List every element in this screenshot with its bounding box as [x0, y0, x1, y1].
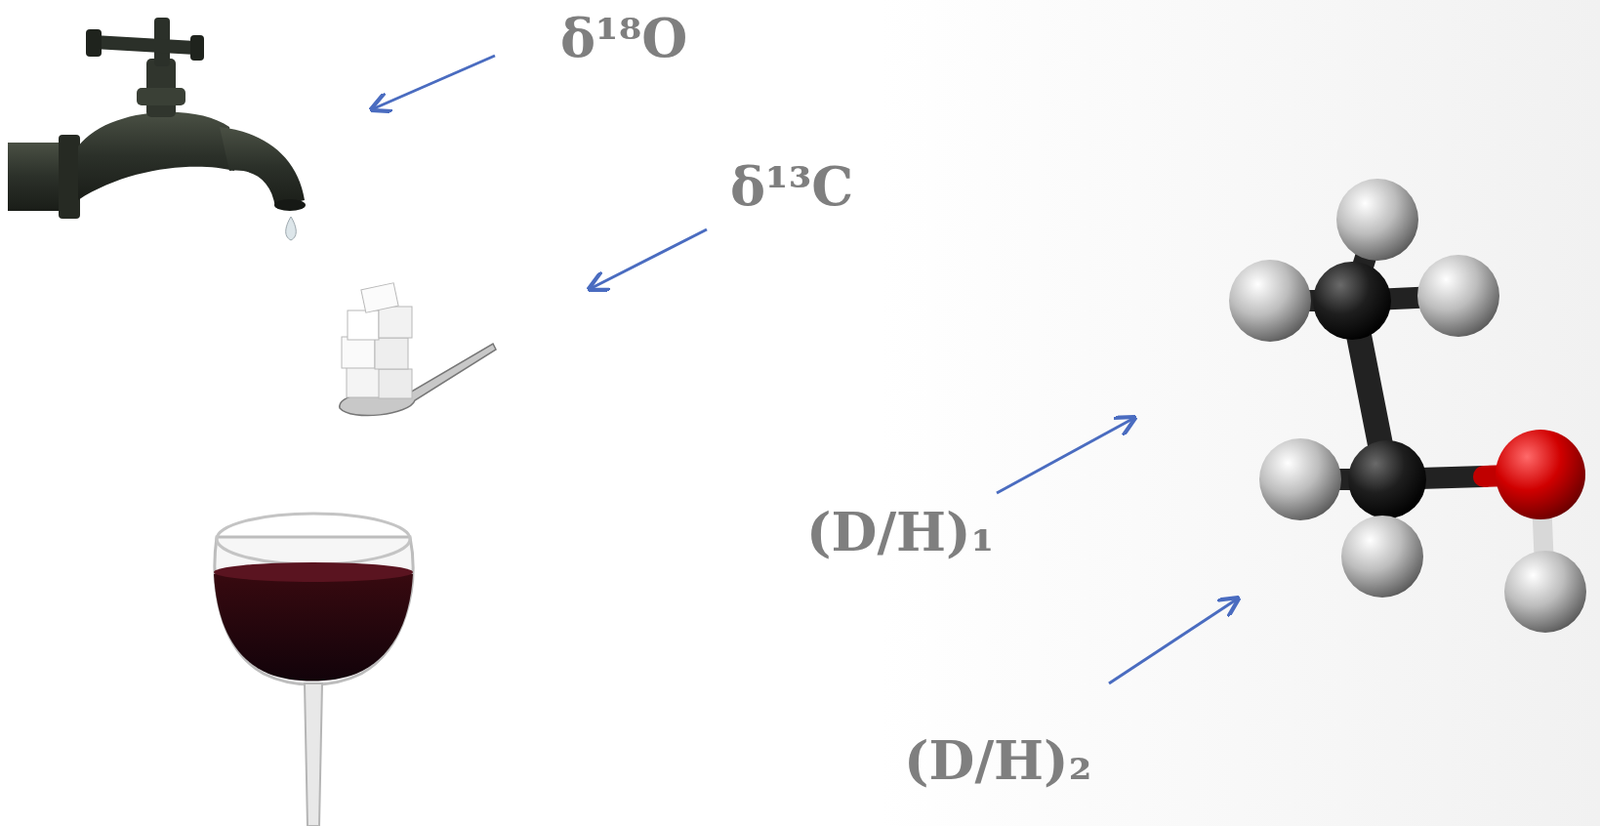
ethanol-molecule: [1229, 178, 1587, 633]
sugar-spoon: [339, 283, 496, 416]
isotope-label: δ¹³C: [730, 160, 854, 213]
leader-arrow: [589, 229, 707, 289]
isotope-label: (D/H)₁: [806, 505, 994, 559]
wine-glass: [213, 513, 413, 826]
isotope-label: (D/H)₂: [903, 734, 1092, 787]
tap: [7, 17, 306, 241]
leader-arrow: [996, 417, 1135, 493]
isotope-label: δ¹⁸O: [560, 11, 688, 65]
leader-arrow: [371, 55, 495, 110]
leader-arrow: [1108, 598, 1238, 684]
